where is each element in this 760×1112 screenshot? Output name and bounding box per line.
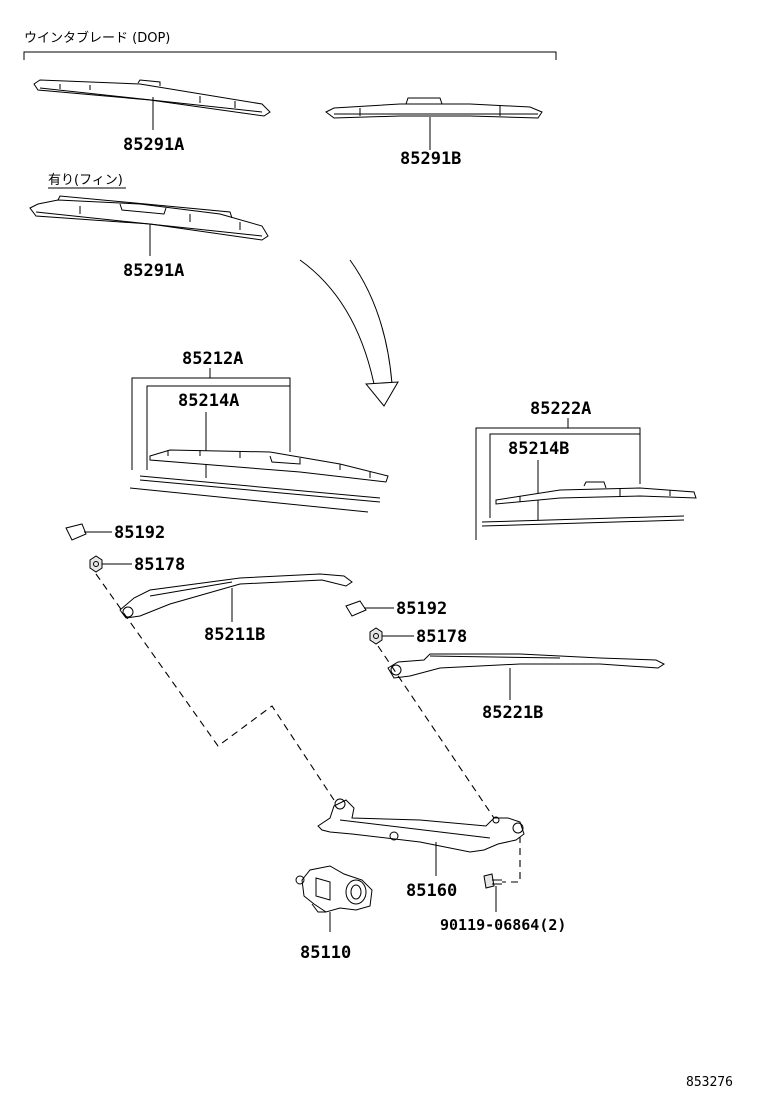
nut-left-icon[interactable] [89, 555, 103, 573]
part-number-85291a-fin[interactable]: 85291A [123, 261, 184, 281]
blade-group-bracket [23, 51, 557, 60]
wiper-link-assy[interactable] [317, 798, 525, 853]
bracket-85222a-outer [475, 427, 641, 540]
bracket-85212a-inner [146, 385, 290, 470]
part-number-85160[interactable]: 85160 [406, 881, 457, 901]
part-number-85192-right[interactable]: 85192 [396, 599, 447, 619]
assembly-line-bolt [502, 836, 521, 883]
part-number-85214b[interactable]: 85214B [508, 439, 569, 459]
wiper-arm-left[interactable] [119, 573, 353, 619]
part-number-85211b[interactable]: 85211B [204, 625, 265, 645]
blade-group-label: ウインタブレード (DOP) [24, 30, 170, 46]
blade-refill-a[interactable] [129, 475, 381, 513]
wiper-blade-assy-b[interactable] [495, 481, 697, 505]
winter-blade-a-fin[interactable] [29, 195, 269, 241]
fin-note: 有り(フィン) [48, 173, 123, 188]
wiper-arm-right[interactable] [387, 653, 665, 679]
part-number-85192-left[interactable]: 85192 [114, 523, 165, 543]
winter-blade-b[interactable] [325, 97, 543, 119]
part-number-85221b[interactable]: 85221B [482, 703, 543, 723]
part-number-85291a-top[interactable]: 85291A [123, 135, 184, 155]
diagram-reference-code: 853276 [686, 1075, 733, 1090]
blade-refill-b[interactable] [481, 515, 685, 527]
bracket-85212a-outer [131, 377, 291, 470]
part-number-85291b[interactable]: 85291B [400, 149, 461, 169]
nut-right-icon[interactable] [369, 627, 383, 645]
cap-left-icon[interactable] [65, 523, 87, 541]
part-number-bolt[interactable]: 90119-06864(2) [440, 916, 566, 934]
bracket-85222a-inner [489, 433, 640, 518]
wiper-motor[interactable] [295, 865, 373, 913]
replacement-arrow-icon [299, 259, 399, 407]
part-number-85178-right[interactable]: 85178 [416, 627, 467, 647]
part-number-85214a[interactable]: 85214A [178, 391, 239, 411]
assembly-line-right [377, 645, 495, 819]
bolt-icon[interactable] [483, 873, 502, 889]
part-number-85178-left[interactable]: 85178 [134, 555, 185, 575]
assembly-line-left [95, 573, 335, 801]
part-number-85110[interactable]: 85110 [300, 943, 351, 963]
wiper-blade-assy-a[interactable] [149, 449, 389, 483]
cap-right-icon[interactable] [345, 600, 367, 617]
part-number-85222a[interactable]: 85222A [530, 399, 591, 419]
part-number-85212a[interactable]: 85212A [182, 349, 243, 369]
winter-blade-a-top[interactable] [33, 79, 271, 117]
